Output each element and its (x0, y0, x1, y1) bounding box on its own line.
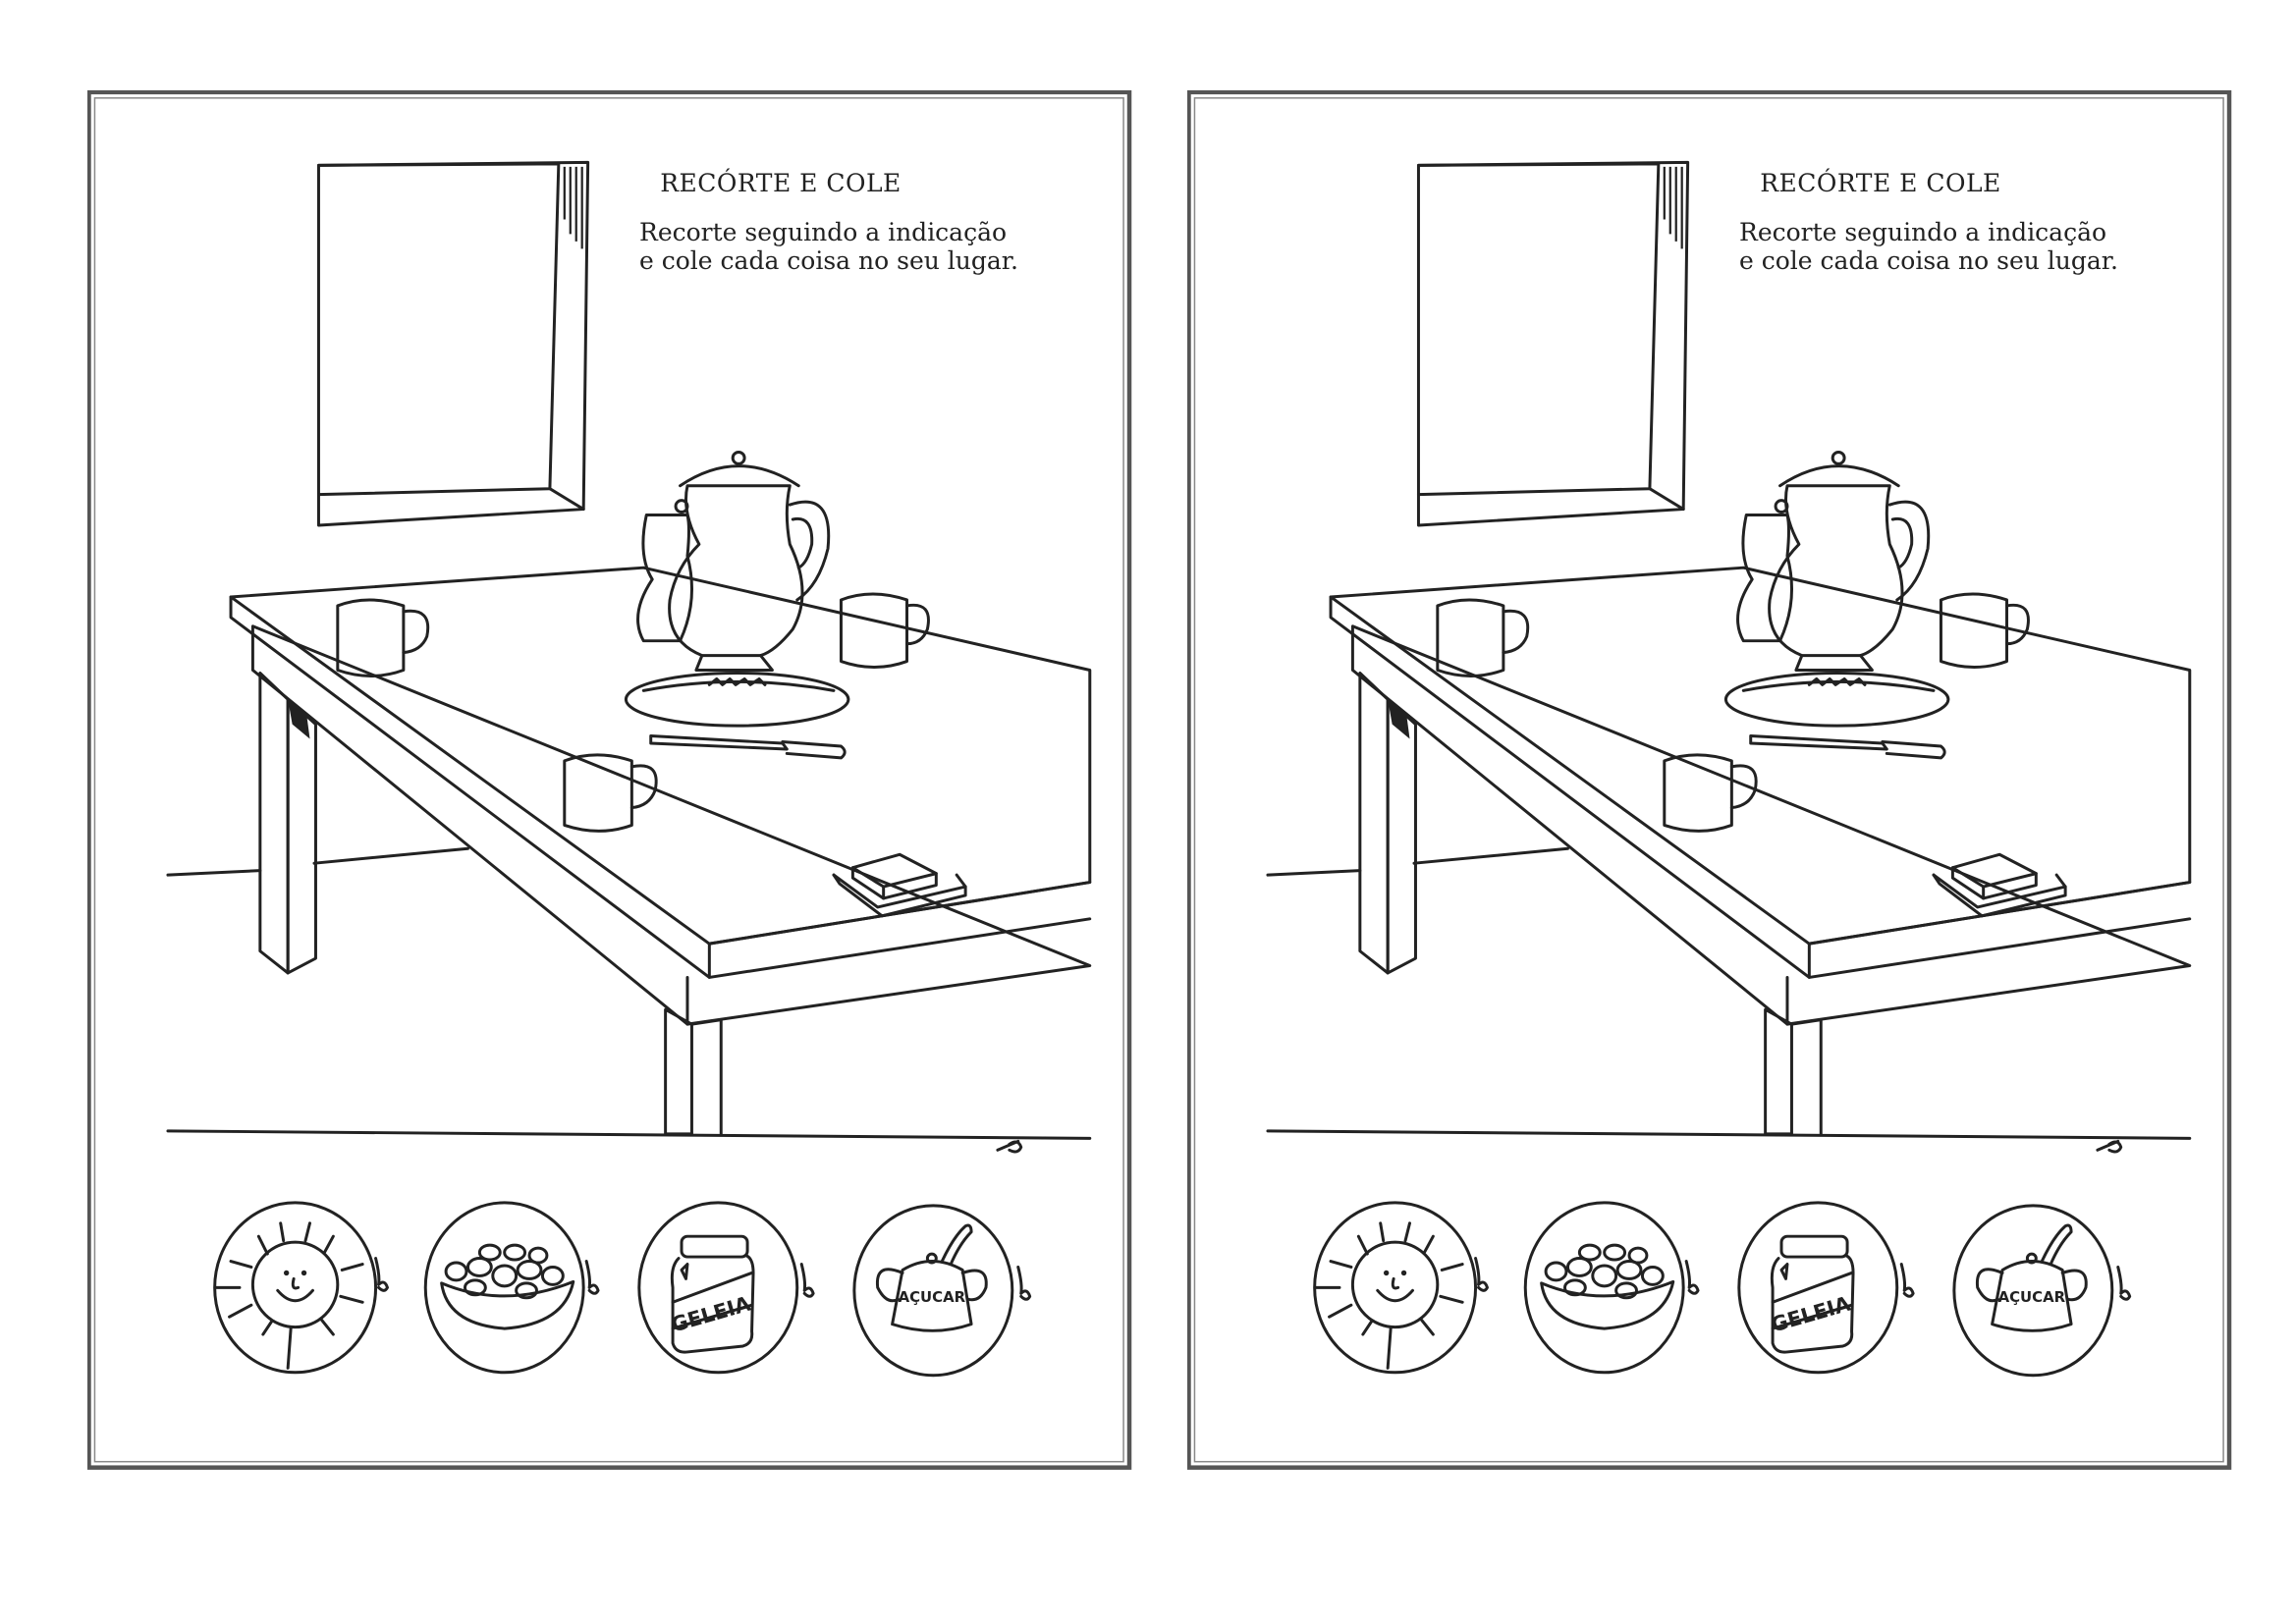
cup (563, 753, 658, 833)
cutout-sun-plate[interactable] (213, 1201, 389, 1375)
page-border (87, 90, 1132, 1470)
scissors-icon (996, 1139, 1023, 1154)
instruction-line-2: e cole cada coisa no seu lugar. (639, 246, 1018, 275)
cup (1436, 598, 1530, 677)
cutout-cereal-bowl[interactable] (1523, 1201, 1700, 1375)
cup (839, 592, 930, 669)
butter-dish (1932, 852, 2067, 918)
window (316, 160, 590, 527)
table (1329, 566, 2192, 1136)
instructions: Recorte seguindo a indicação e cole cada… (639, 218, 1018, 275)
instructions: Recorte seguindo a indicação e cole cada… (1739, 218, 2118, 275)
cutout-sugar-bowl[interactable]: AÇUCAR (1952, 1204, 2132, 1378)
wall-line (1266, 869, 1362, 877)
cutout-sugar-bowl[interactable]: AÇUCAR (852, 1204, 1032, 1378)
cup (1939, 592, 2030, 669)
knife (649, 734, 847, 760)
worksheet-title: RECÓRTE E COLE (660, 169, 902, 197)
cutout-jam-jar[interactable]: GELEIA (1737, 1201, 1915, 1375)
instruction-line-1: Recorte seguindo a indicação (1739, 218, 2107, 246)
page-border-inner (93, 97, 1124, 1463)
breakfast-table-illustration: GELEIA AÇUCAR (1187, 90, 2232, 1470)
window (1416, 160, 1690, 527)
cutout-cereal-bowl[interactable] (423, 1201, 600, 1375)
sugar-label: AÇUCAR (1998, 1288, 2066, 1306)
coffee-pot (668, 450, 831, 672)
instruction-line-1: Recorte seguindo a indicação (639, 218, 1008, 246)
table (229, 566, 1092, 1136)
floor-line (166, 1129, 1092, 1140)
knife (1749, 734, 1946, 760)
small-pitcher (636, 499, 694, 643)
worksheet-panel: GELEIA AÇUCAR RECÓRTE E COLE Recorte seg… (87, 90, 1132, 1471)
bread (624, 671, 850, 728)
page-border (1187, 90, 2232, 1470)
cutout-sun-plate[interactable] (1313, 1201, 1489, 1375)
floor-line (1266, 1129, 2192, 1140)
bread (1723, 671, 1950, 728)
sugar-label: AÇUCAR (899, 1288, 966, 1306)
page-border-inner (1193, 97, 2224, 1463)
instruction-line-2: e cole cada coisa no seu lugar. (1739, 246, 2118, 275)
worksheet-panel-copy: GELEIA AÇUCAR RECÓRTE E COLE Recorte seg… (1187, 90, 2232, 1471)
small-pitcher (1736, 499, 1794, 643)
breakfast-table-illustration: GELEIA AÇUCAR (87, 90, 1132, 1470)
scissors-icon (2096, 1139, 2123, 1154)
wall-line (166, 869, 262, 877)
cup (336, 598, 430, 677)
cutout-jam-jar[interactable]: GELEIA (637, 1201, 815, 1375)
butter-dish (832, 852, 967, 918)
worksheet-title: RECÓRTE E COLE (1760, 169, 2001, 197)
cup (1663, 753, 1758, 833)
coffee-pot (1768, 450, 1931, 672)
